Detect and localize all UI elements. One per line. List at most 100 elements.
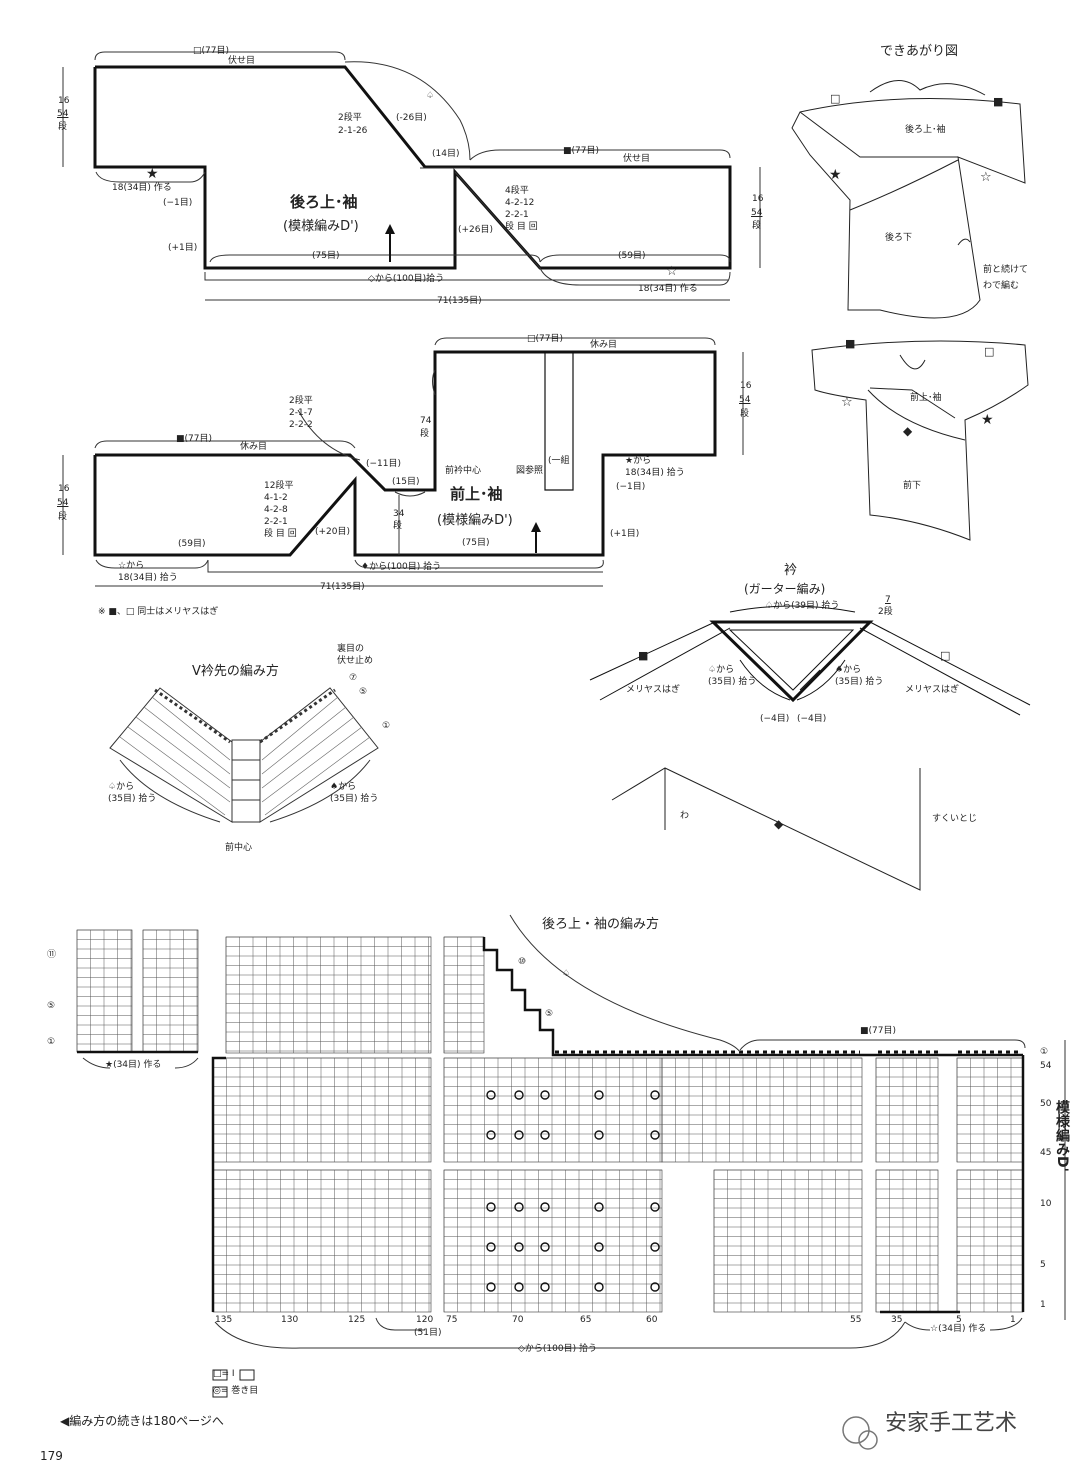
vneck-title: V衿先の編み方: [192, 664, 279, 679]
vneck-center: 前中心: [225, 843, 253, 853]
legend-knit: □= I: [213, 1369, 235, 1379]
chart-spade-icon: ♤: [562, 969, 571, 979]
back-slope-rule: 2段平 2-1-26: [338, 113, 368, 136]
chart-col-label: 1: [1010, 1315, 1016, 1325]
chart-row-left-1: ①: [47, 1037, 56, 1047]
collar-square-filled-icon: ■: [638, 649, 649, 662]
vneck-row7: ⑦: [349, 673, 358, 683]
back-slope-count: (-26目): [396, 113, 427, 123]
knit-chart-rows: [77, 929, 1023, 1304]
front-plus1: (+1目): [610, 529, 640, 539]
knit-chart-cols: [76, 930, 1012, 1312]
chart-left-cast: ★(34目) 作る: [105, 1060, 162, 1070]
chart-row-right-45: 45: [1040, 1148, 1052, 1158]
collar-rows: 7: [885, 595, 891, 605]
back-grain-arrow: [385, 224, 395, 262]
chart-row-left-11: ⑪: [47, 950, 57, 960]
front-slope-count: (−11目): [366, 459, 402, 469]
chart-circles: [486, 1090, 660, 1292]
front-inc-rule: 12段平 4-1-2 4-2-8 2-2-1 段 目 回: [264, 481, 297, 539]
chart-col-label: 130: [281, 1315, 299, 1325]
front-title: 前上･袖: [450, 485, 503, 503]
finished-front-star-outline-icon: ☆: [841, 395, 853, 410]
vneck-bindoff: 裏目の 伏せ止め: [337, 644, 374, 666]
finished-star-icon: ★: [829, 167, 842, 183]
front-total-width: 71(135目): [320, 582, 365, 592]
front-left-height-cm: 16: [58, 484, 70, 494]
front-neck-width: (15目): [392, 477, 420, 487]
collar-dec-right: (−4目): [797, 714, 827, 724]
front-neck-center: 前衿中心: [445, 466, 482, 476]
chart-right-cast: ☆(34目) 作る: [930, 1324, 987, 1334]
chart-pattern-vertical: 模様編みD': [1054, 1100, 1070, 1172]
collar-right-graft: メリヤスはぎ: [905, 685, 960, 695]
front-rows34: 34: [393, 509, 405, 519]
front-left-hold: 休み目: [240, 442, 268, 452]
chart-row-right-54: 54: [1040, 1061, 1052, 1071]
finished-square-filled-icon: ■: [845, 337, 856, 350]
chart-title: 後ろ上・袖の編み方: [542, 917, 660, 932]
front-left-pickup: ☆から 18(34目) 拾う: [118, 561, 178, 583]
back-pattern: (模様編みD'): [283, 219, 359, 234]
front-pickup: ♦から(100目) 拾う: [361, 562, 442, 572]
back-left-height-cm: 16: [58, 96, 70, 106]
finished-back-label: 後ろ上･袖: [905, 125, 946, 135]
chart-row-right-1b: 1: [1040, 1300, 1046, 1310]
front-bottom-left: (59目): [178, 539, 206, 549]
page-number: 179: [40, 1449, 63, 1463]
finished-front-star-icon: ★: [981, 412, 994, 428]
watermark-text: 安家手工艺术: [885, 1411, 1018, 1436]
finished-front-lower: 前下: [903, 481, 922, 491]
skirt-seam: すくいとじ: [932, 814, 978, 824]
finished-front-sketch: [811, 340, 1029, 541]
back-title: 後ろ上･袖: [290, 193, 358, 211]
back-right-height-rows: 54: [751, 208, 763, 218]
chart-col-label: 55: [850, 1315, 862, 1325]
diamond-filled-icon: ◆: [903, 424, 913, 438]
chart-guides: [82, 914, 1066, 1349]
chart-row-left-5: ⑤: [47, 1001, 56, 1011]
front-pattern: (模様編みD'): [437, 513, 513, 528]
collar-left-graft: メリヤスはぎ: [626, 685, 681, 695]
finished-back-sketch: [791, 80, 1026, 319]
front-bottom-mid: (75目): [462, 538, 490, 548]
collar-diagram: [589, 605, 1031, 716]
chart-step-10: ⑩: [518, 957, 527, 967]
back-right-height-unit: 段: [752, 221, 762, 231]
front-inc-count: (+20目): [315, 527, 351, 537]
front-top-hold: 休み目: [590, 340, 618, 350]
vneck-right-pickup: ♠から (35目) 拾う: [330, 782, 379, 804]
back-plus1: (+1目): [168, 243, 198, 253]
collar-right-pickup: ♠から (35目) 拾う: [835, 665, 884, 687]
front-rows74-unit: 段: [420, 429, 430, 439]
collar-left-pickup: ♤から (35目) 拾う: [708, 665, 757, 687]
back-top-width: □(77目): [193, 46, 229, 56]
front-grain-arrow: [531, 522, 541, 553]
front-right-height-unit: 段: [740, 409, 750, 419]
chart-row-right-1: ①: [1040, 1047, 1049, 1057]
chart-col-label: 65: [580, 1315, 592, 1325]
front-note: ※ ■、□ 同士はメリヤスはぎ: [98, 607, 219, 617]
knit-chart-heavy: [77, 937, 1025, 1314]
square-outline-icon: □: [830, 92, 841, 105]
back-minus1: (−1目): [163, 198, 193, 208]
continue-note: ◀編み方の続きは180ページへ: [60, 1414, 224, 1428]
vneck-hatch: [119, 696, 371, 816]
back-pickup: ◇から(100目)拾う: [368, 274, 445, 284]
front-star-pickup: ★から 18(34目) 拾う: [625, 456, 685, 478]
front-diagram-outline: [93, 350, 717, 557]
front-slope-rule: 2段平 2-1-7 2-2-2: [289, 396, 313, 430]
back-diagram-guides: [62, 51, 761, 301]
back-left-height-rows: 54: [57, 109, 69, 119]
legend-boxes: [212, 1369, 255, 1398]
vneck-row1: ①: [382, 721, 391, 731]
collar-subtitle: (ガーター編み): [744, 582, 826, 596]
back-spade-mark: ♤: [426, 91, 435, 101]
back-bottom-right: (59目): [618, 251, 646, 261]
front-left-height-rows: 54: [57, 498, 69, 508]
chart-mid-count: (51目): [414, 1328, 442, 1338]
front-diagram-guides: [62, 337, 744, 587]
back-right-bindoff: 伏せ目: [623, 154, 651, 164]
watermark-icon: [842, 1416, 878, 1450]
